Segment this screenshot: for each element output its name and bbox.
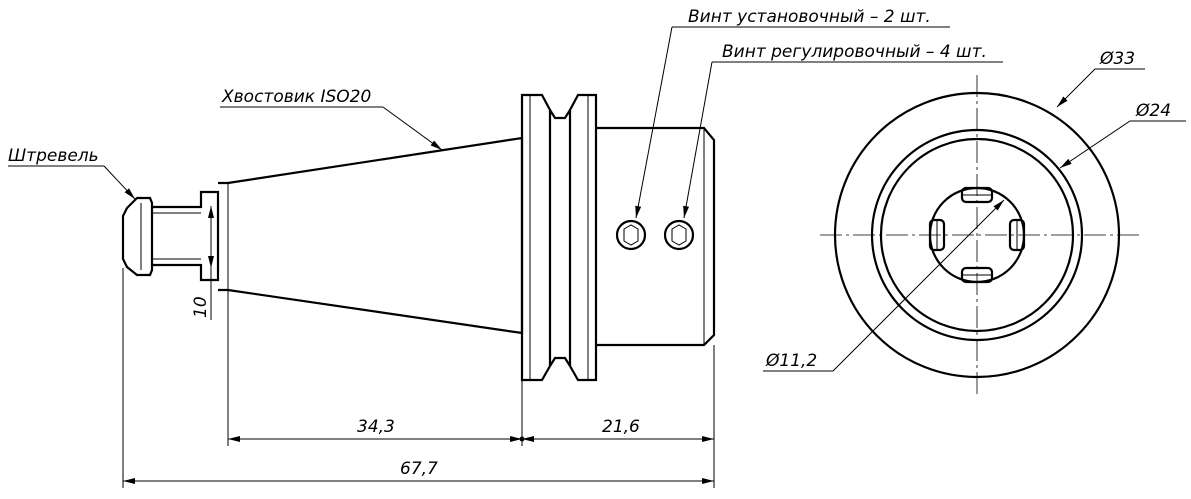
cone-length-dim: 34,3 [357, 417, 395, 437]
outer-diameter-dim: Ø33 [1099, 49, 1135, 69]
front-view [820, 75, 1140, 395]
pull-stud [121, 190, 220, 282]
screw-slot-bottom [960, 266, 994, 284]
pull-stud-label: Штревель [8, 146, 99, 166]
side-view [121, 93, 716, 382]
cone-shank [218, 136, 524, 335]
dimension-lines [122, 206, 715, 488]
adjust-screw-label: Винт регулировочный – 4 шт. [722, 42, 987, 62]
body-length-dim: 21,6 [602, 417, 640, 437]
flange [520, 93, 598, 382]
total-length-dim: 67,7 [400, 459, 438, 479]
leader-lines [8, 26, 1003, 219]
screw-slot-left [928, 218, 946, 252]
set-screw-hole [615, 219, 647, 251]
collet-body [596, 126, 716, 347]
front-leader-lines [763, 68, 1186, 372]
adjust-screw-hole [663, 219, 695, 251]
neck-diameter-dim: 10 [191, 296, 211, 318]
screw-slot-right [1008, 218, 1026, 252]
middle-diameter-dim: Ø24 [1135, 101, 1171, 121]
shank-label: Хвостовик ISO20 [221, 87, 371, 107]
set-screw-label: Винт установочный – 2 шт. [688, 7, 931, 27]
inner-diameter-dim: Ø11,2 [765, 351, 817, 371]
screw-slot-top [960, 186, 994, 204]
